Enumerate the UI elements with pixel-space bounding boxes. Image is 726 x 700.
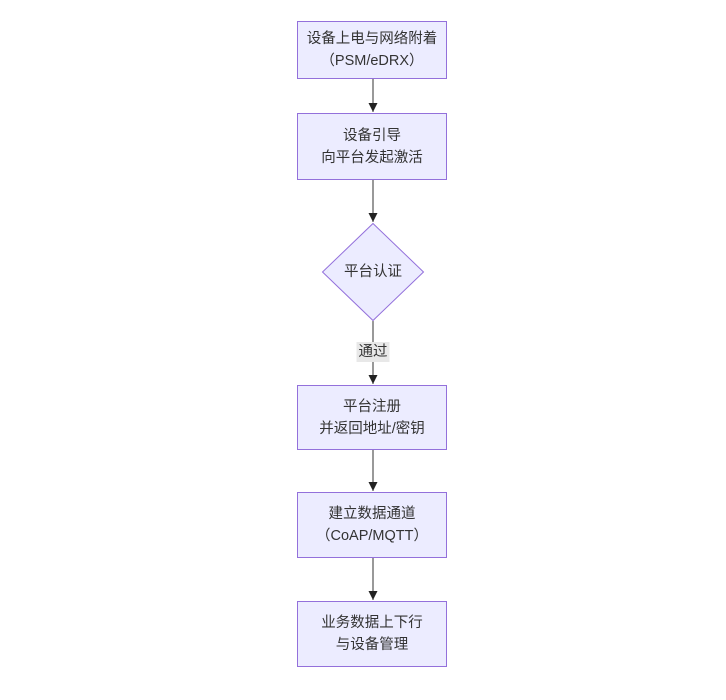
node-business-data-line1: 业务数据上下行	[321, 615, 423, 631]
node-data-channel-line2: （CoAP/MQTT）	[316, 528, 428, 544]
node-business-data: 业务数据上下行 与设备管理	[297, 601, 447, 667]
node-platform-auth-label: 平台认证	[344, 264, 402, 280]
node-power-attach-line2: （PSM/eDRX）	[320, 53, 424, 69]
node-bootstrap-line1: 设备引导	[343, 127, 401, 144]
node-power-attach: 设备上电与网络附着 （PSM/eDRX）	[297, 21, 447, 79]
node-register-line1: 平台注册	[343, 398, 401, 415]
node-data-channel-line1: 建立数据通道	[328, 506, 416, 522]
node-bootstrap: 设备引导 向平台发起激活	[297, 113, 447, 180]
edge-pass-label: 通过	[356, 342, 390, 362]
node-data-channel: 建立数据通道 （CoAP/MQTT）	[297, 492, 447, 558]
node-register: 平台注册 并返回地址/密钥	[297, 385, 447, 450]
node-power-attach-line1: 设备上电与网络附着	[306, 31, 438, 47]
node-platform-auth-shape	[321, 222, 425, 322]
node-bootstrap-line2: 向平台发起激活	[321, 149, 423, 166]
node-register-line2: 并返回地址/密钥	[319, 420, 425, 437]
node-business-data-line2: 与设备管理	[335, 637, 409, 653]
